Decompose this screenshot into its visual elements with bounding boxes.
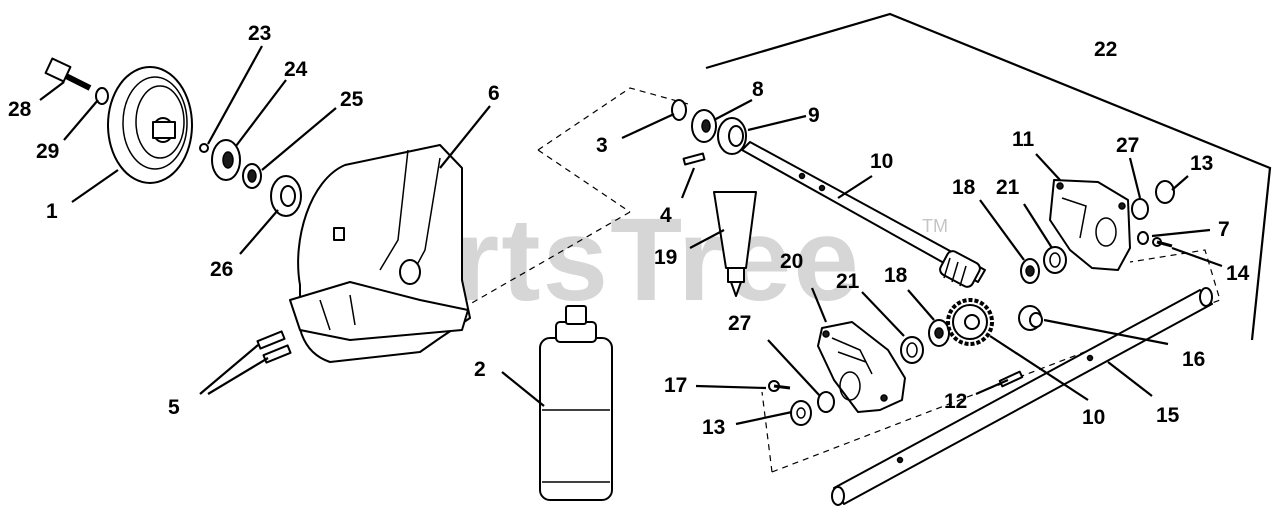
part-21-bearing-upper	[1043, 246, 1067, 274]
callout-18-lower: 18	[884, 264, 908, 287]
callout-29: 29	[36, 140, 59, 163]
callout-numbers: 28 29 1 23 24 25 26 6 5 2 3 4 8 9 10 19 …	[8, 22, 1250, 439]
part-21-bearing-lower	[900, 336, 924, 364]
part-8-bushing	[691, 109, 717, 143]
callout-9: 9	[808, 104, 820, 127]
part-13-washer-lower	[790, 400, 812, 426]
part-23-nut	[199, 143, 209, 153]
part-15-axle-shaft	[831, 287, 1213, 506]
part-14-screw	[1152, 237, 1173, 248]
callout-27-lower: 27	[728, 312, 751, 335]
callout-27-upper: 27	[1116, 134, 1139, 157]
part-10-worm-shaft	[741, 141, 986, 288]
callout-4: 4	[660, 204, 672, 227]
callout-6: 6	[488, 82, 500, 105]
part-11-gear-cover	[1049, 179, 1131, 271]
callout-16: 16	[1182, 348, 1205, 371]
part-20-gear-cover	[817, 321, 906, 413]
part-3-washer	[671, 99, 687, 121]
callout-1: 1	[46, 200, 58, 223]
part-4-key	[682, 152, 706, 166]
part-1-pulley	[107, 66, 193, 184]
watermark-trademark: TM	[922, 216, 948, 236]
callout-18-upper: 18	[952, 176, 976, 199]
callout-21-lower: 21	[836, 270, 860, 293]
part-9-bushing	[717, 117, 747, 155]
callout-7: 7	[1218, 218, 1230, 241]
part-6-housing	[289, 144, 471, 363]
part-16-bushing	[1018, 305, 1043, 331]
assembly-bracket-22	[705, 12, 1272, 341]
leader-lines	[39, 45, 1223, 426]
callout-13-upper: 13	[1190, 152, 1213, 175]
callout-19: 19	[654, 246, 677, 269]
callout-25: 25	[340, 88, 364, 111]
callout-13-lower: 13	[702, 416, 725, 439]
part-28-bolt	[44, 57, 92, 91]
part-29-washer	[95, 87, 109, 105]
part-25-bearing	[242, 163, 262, 189]
dashed-guides	[469, 87, 1221, 473]
callout-10-upper: 10	[870, 150, 893, 173]
part-7-washer	[1137, 231, 1149, 245]
callout-2: 2	[474, 358, 486, 381]
part-10-worm-gear	[946, 298, 994, 346]
callout-20: 20	[780, 250, 803, 273]
callout-24: 24	[284, 58, 308, 81]
part-18-washer-upper	[1020, 258, 1040, 284]
callout-3: 3	[596, 134, 608, 157]
callout-14: 14	[1226, 262, 1250, 285]
part-2-oil-bottle	[539, 305, 613, 501]
part-26-flange	[270, 175, 302, 217]
callout-8: 8	[752, 78, 764, 101]
callout-17: 17	[664, 374, 687, 397]
callout-26: 26	[210, 258, 233, 281]
callout-23: 23	[248, 22, 271, 45]
callout-21-upper: 21	[996, 176, 1020, 199]
part-19-grease-tube	[713, 191, 757, 297]
part-5-pins	[256, 330, 292, 364]
callout-10-lower: 10	[1082, 406, 1105, 429]
callout-12: 12	[944, 390, 967, 413]
part-18-washer-lower	[928, 319, 950, 347]
callout-28: 28	[8, 98, 32, 121]
part-27-seal	[1131, 198, 1149, 220]
callout-15: 15	[1156, 404, 1180, 427]
part-17-screw	[768, 380, 791, 392]
part-13-washer	[1155, 180, 1175, 204]
part-27-seal-lower	[817, 391, 835, 413]
callout-11: 11	[1012, 128, 1035, 151]
callout-5: 5	[168, 396, 180, 419]
part-12-key	[998, 370, 1024, 388]
part-24-hub	[211, 139, 241, 181]
callout-22: 22	[1094, 38, 1117, 61]
